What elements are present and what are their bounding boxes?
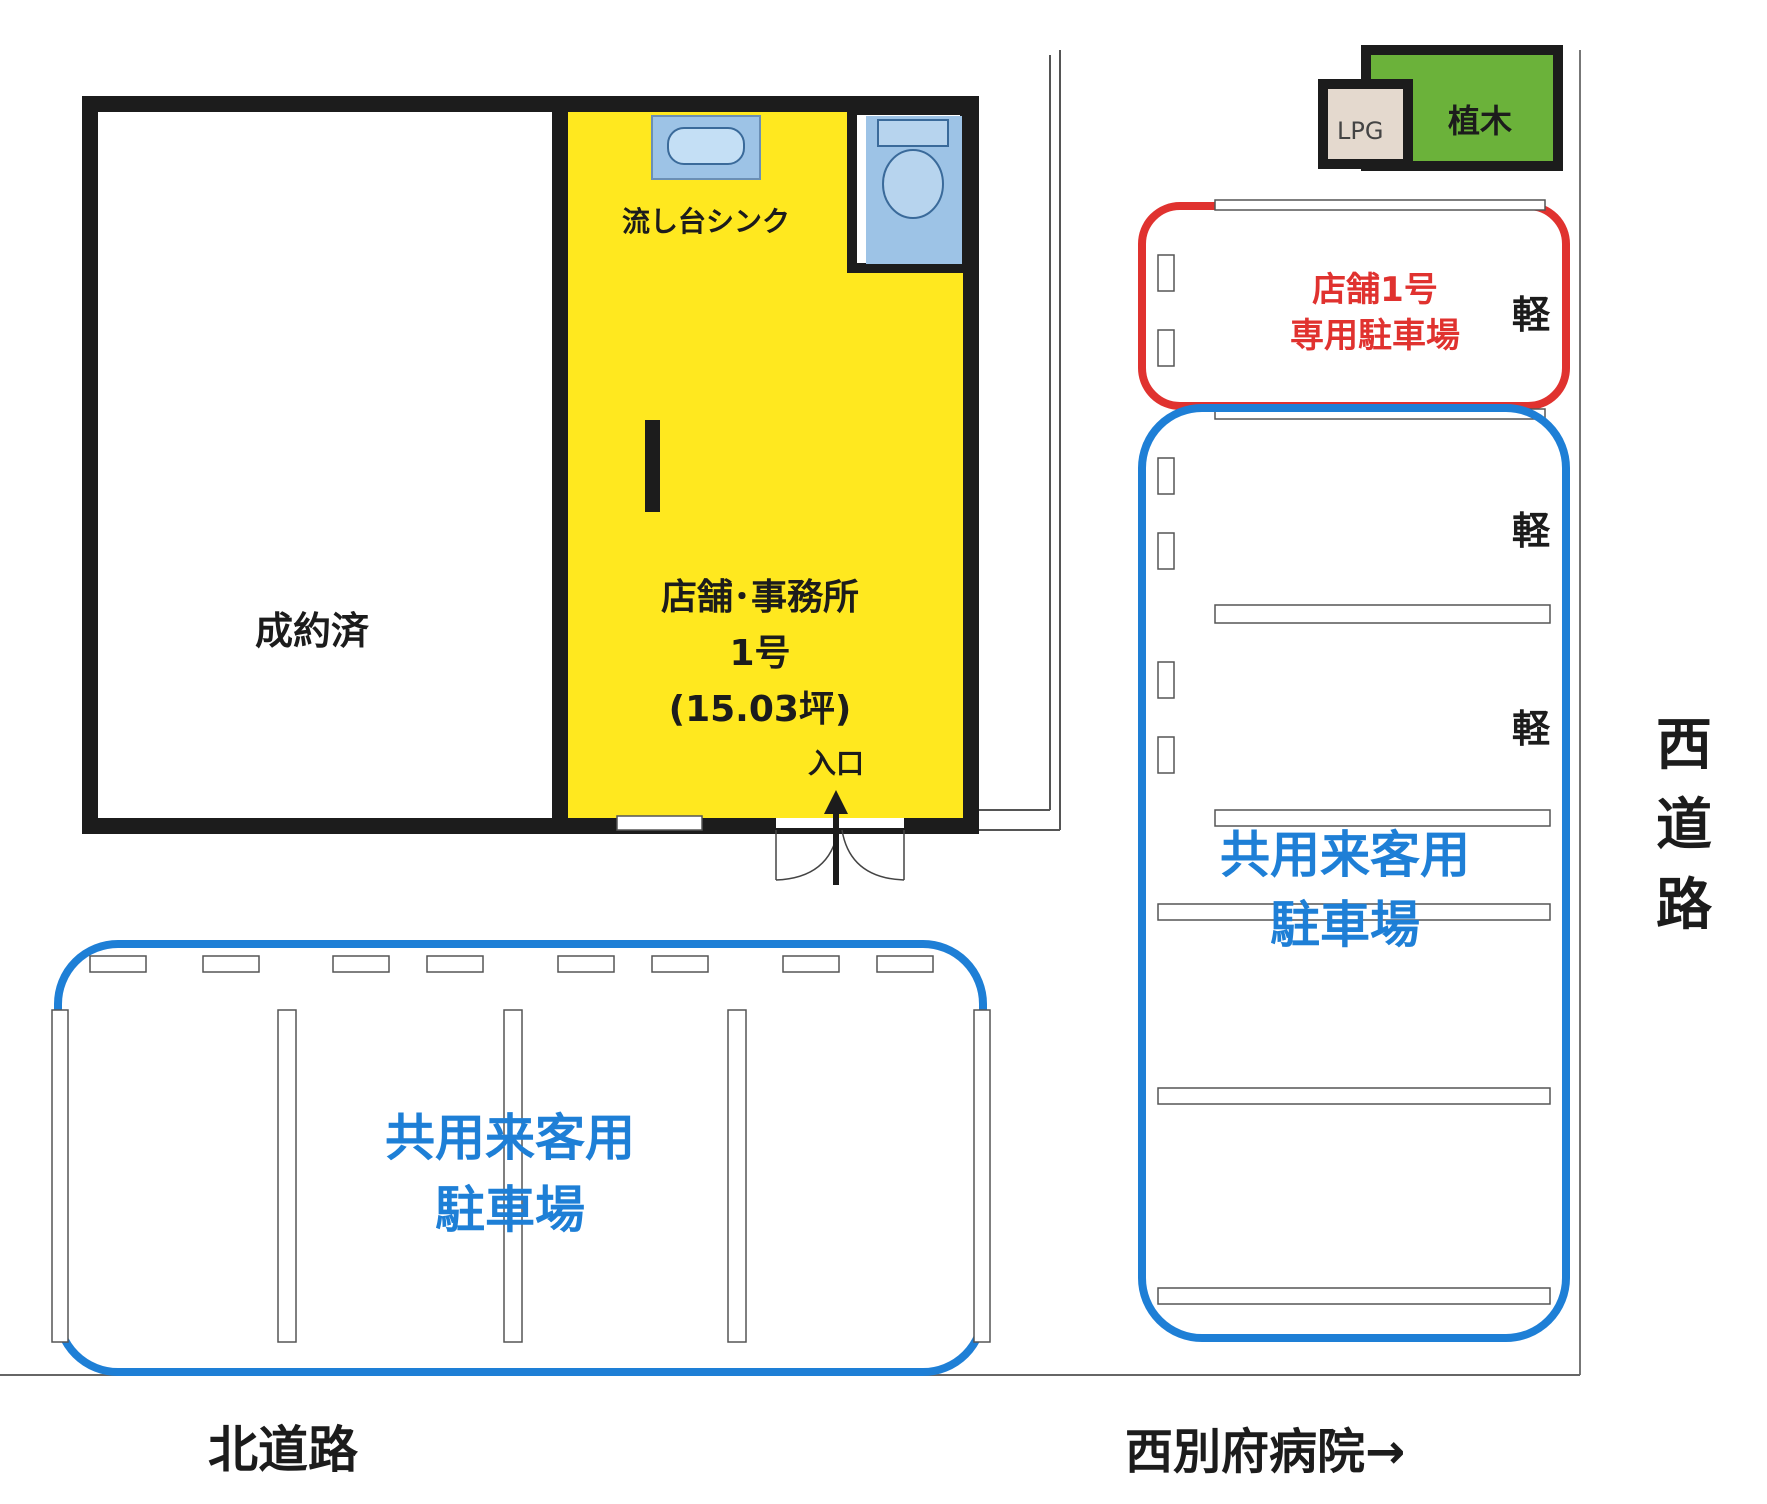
shared-parking-east-label-1: 共用来客用	[1220, 826, 1470, 884]
car-stop-block	[332, 955, 390, 973]
stall-line	[1214, 604, 1551, 624]
entrance-arrow-head	[824, 790, 848, 814]
plants-label: 植木	[1448, 102, 1513, 140]
car-stop-block	[1157, 457, 1175, 495]
car-stop-block	[876, 955, 934, 973]
shared-parking-north-label-2: 駐車場	[435, 1181, 585, 1239]
interior-partition-mark	[645, 420, 660, 512]
toilet-tank	[877, 119, 949, 147]
stall-line	[1157, 903, 1551, 921]
lpg-tank-box	[1318, 79, 1413, 169]
dedicated-parking-label-1: 店舗1号	[1312, 270, 1438, 310]
kei-car-label: 軽	[1512, 707, 1551, 751]
car-stop-block	[426, 955, 484, 973]
kei-car-label: 軽	[1512, 293, 1551, 337]
west-road-label-char-3: 路	[1656, 873, 1712, 938]
shared-parking-area-east	[1138, 404, 1570, 1342]
lpg-label: LPG	[1337, 117, 1384, 145]
north-road-label: 北道路	[208, 1421, 358, 1479]
toilet-bowl	[882, 149, 944, 219]
stall-line	[277, 1009, 297, 1343]
car-stop-block	[1157, 532, 1175, 570]
shop-number-label: 1号	[729, 633, 791, 674]
stall-line	[503, 1009, 523, 1343]
car-stop-block	[557, 955, 615, 973]
stall-line	[1157, 1287, 1551, 1305]
stall-line	[1157, 1087, 1551, 1105]
sink-basin	[667, 127, 745, 165]
car-stop-block	[651, 955, 709, 973]
sold-unit-label: 成約済	[255, 609, 370, 653]
car-stop-block	[1157, 254, 1175, 292]
entrance-label: 入口	[808, 747, 865, 780]
kei-car-label: 軽	[1512, 509, 1551, 553]
stall-line	[973, 1009, 991, 1343]
sink-label: 流し台シンク	[622, 205, 791, 238]
stall-line	[51, 1009, 69, 1343]
hospital-direction-label: 西別府病院→	[1125, 1424, 1406, 1480]
shop-name-label: 店舗･事務所	[660, 577, 859, 618]
dedicated-parking-label-2: 専用駐車場	[1290, 316, 1460, 356]
car-stop-block	[1157, 661, 1175, 699]
car-stop-block	[202, 955, 260, 973]
stall-line	[727, 1009, 747, 1343]
stall-line	[1214, 199, 1546, 211]
car-stop-block	[89, 955, 147, 973]
west-road-label-char-2: 道	[1656, 793, 1712, 858]
sold-unit-room	[82, 96, 568, 834]
car-stop-block	[782, 955, 840, 973]
shop-front-window	[616, 815, 703, 831]
door-swing-right	[841, 829, 905, 881]
stall-line	[1214, 809, 1551, 827]
car-stop-block	[1157, 329, 1175, 367]
west-road-label-char-1: 西	[1656, 713, 1712, 778]
door-swing-left	[775, 829, 839, 881]
door-frame	[776, 818, 904, 828]
shared-parking-north-label-1: 共用来客用	[385, 1109, 635, 1167]
shop-area-label: (15.03坪)	[668, 689, 852, 730]
car-stop-block	[1157, 736, 1175, 774]
shared-parking-east-label-2: 駐車場	[1270, 896, 1420, 954]
